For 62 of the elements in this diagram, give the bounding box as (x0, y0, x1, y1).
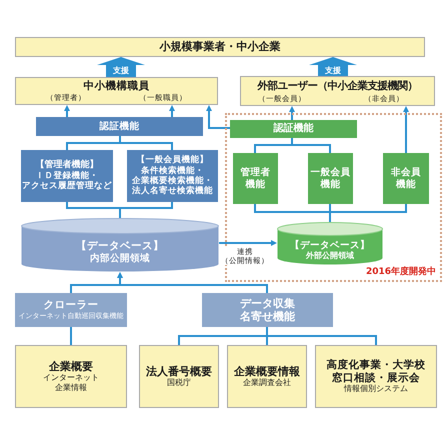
body-text: 条件検索機能・企業概要検索機能・法人名寄せ検索機能 (130, 166, 214, 197)
subtext: 内部公開領域 (90, 252, 150, 264)
source-box (227, 345, 307, 408)
source-box (315, 345, 437, 408)
database-cylinder (277, 222, 383, 265)
heading: 認証機能 (274, 122, 314, 136)
function-box (233, 153, 278, 204)
heading: 法人番号概要 (146, 364, 212, 378)
dotted-frame (225, 113, 442, 282)
source-box (15, 345, 127, 408)
heading: 認証機能 (100, 120, 140, 132)
heading: 【データベース】 (290, 240, 370, 251)
connector-line (329, 204, 407, 222)
user-box (15, 77, 218, 105)
heading: 【一般会員機能】 (136, 155, 208, 166)
edge-label: 支援 (325, 66, 341, 76)
heading: 一般会員機能 (310, 166, 351, 190)
arrow (117, 272, 268, 293)
subtext: 国税庁 (167, 378, 191, 388)
function-bar (230, 120, 357, 138)
arrow (169, 105, 175, 117)
heading: 企業概要 (49, 360, 93, 374)
process-box (202, 293, 333, 327)
target-box (15, 37, 425, 57)
heading: 【管理者機能】 (36, 160, 98, 170)
connector-line (119, 202, 173, 218)
connector-line (266, 327, 377, 345)
arrow (403, 106, 409, 153)
heading: 小規模事業者・中小企業 (160, 40, 280, 54)
subtext: インターネット企業情報 (42, 373, 100, 393)
function-box (127, 150, 218, 202)
block-arrow (97, 57, 145, 77)
heading: 外部ユーザー（中小企業支援機関） (258, 80, 418, 93)
heading: データ収集名寄せ機能 (238, 296, 296, 324)
connector-line (70, 327, 72, 345)
subtext: 企業調査会社 (243, 378, 291, 388)
body-text: ＩＤ登録機能・アクセス履歴管理など (22, 171, 112, 192)
function-box (21, 150, 113, 202)
heading: 高度化事業・大学校窓口相談・展示会 (326, 358, 426, 384)
process-box (15, 293, 127, 327)
arrow (206, 105, 230, 129)
block-arrow (309, 57, 357, 76)
heading: 非会員機能 (390, 166, 422, 190)
heading: 【データベース】 (76, 240, 164, 252)
status-note: 2016年度開発中 (366, 267, 436, 278)
heading: 企業概要情報 (234, 364, 300, 378)
database-cylinder (21, 218, 219, 272)
function-box (308, 153, 353, 204)
arrow (64, 105, 70, 117)
source-box (139, 345, 219, 408)
edge-label: 支援 (113, 66, 129, 76)
heading: 中小機構職員 (84, 80, 150, 93)
subtext: 情報個別システム (344, 384, 408, 394)
function-bar (36, 117, 203, 136)
subtext: 外部公開領域 (306, 251, 354, 262)
user-box (240, 76, 435, 106)
arrow (219, 240, 277, 246)
heading: 管理者機能 (240, 166, 272, 190)
connector-line (119, 136, 173, 150)
heading: クローラー (44, 299, 98, 312)
arrow (289, 106, 295, 120)
function-box (383, 153, 429, 204)
